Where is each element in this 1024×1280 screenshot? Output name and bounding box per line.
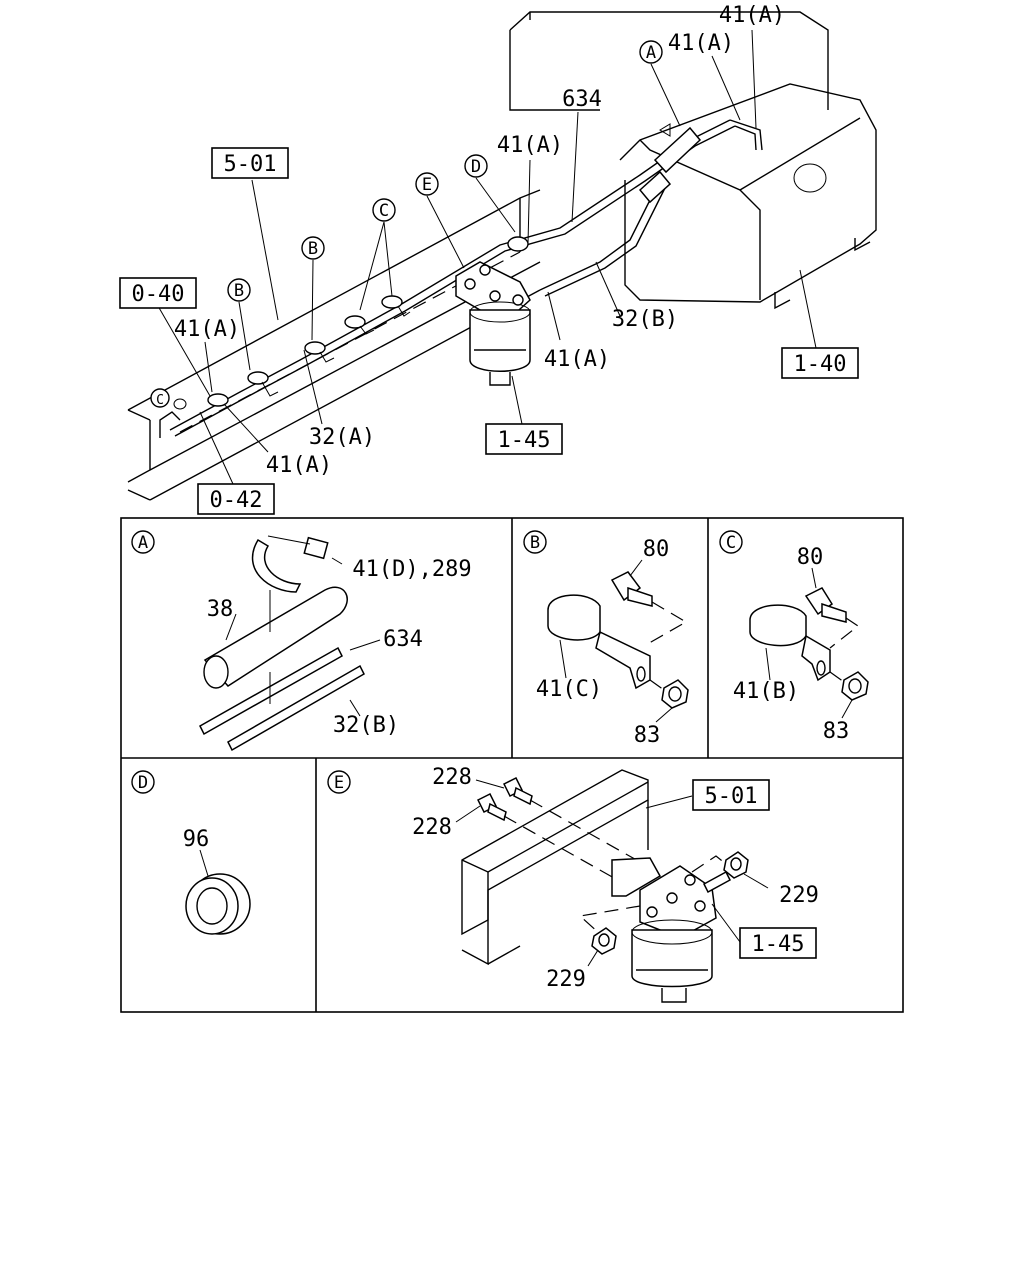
label-228: 228 — [412, 815, 452, 840]
detail-a-panel: A 41(D),289 38 634 32(B) — [131, 530, 472, 752]
bolt-228-upper — [502, 776, 533, 806]
ref-box-1-40: 1-40 — [781, 347, 859, 379]
detail-c-letter: C — [726, 533, 736, 553]
label-41a: 41(A) — [544, 347, 610, 372]
label-41a: 41(A) — [497, 133, 563, 158]
callout-d: D — [464, 154, 488, 178]
label-41b: 41(B) — [733, 679, 799, 704]
fuel-tank — [619, 83, 877, 310]
ref-label-1-40: 1-40 — [794, 352, 847, 377]
label-80: 80 — [643, 537, 670, 562]
detail-b-panel: B 80 41(C) 83 — [523, 530, 689, 748]
hose-38 — [203, 586, 348, 689]
detail-b-letter: B — [530, 533, 540, 553]
callout-c-letter: C — [379, 201, 389, 221]
label-41a: 41(A) — [668, 31, 734, 56]
ref-box-0-40: 0-40 — [119, 277, 197, 309]
ref-label-1-45: 1-45 — [498, 428, 551, 453]
grommet-96 — [185, 873, 251, 935]
clip-41b — [749, 604, 831, 682]
callout-c-2: C — [150, 388, 170, 408]
callout-d-letter: D — [471, 157, 481, 177]
label-83: 83 — [823, 719, 850, 744]
fuel-filter-detail — [611, 857, 731, 1003]
callout-e-letter: E — [422, 175, 432, 195]
nut-83 — [841, 671, 869, 701]
bolt-80 — [804, 587, 847, 623]
label-38: 38 — [207, 597, 234, 622]
callout-a-letter: A — [646, 43, 656, 63]
label-634: 634 — [383, 627, 423, 652]
pipe-32b — [227, 664, 365, 752]
callout-b-letter: B — [234, 281, 244, 301]
nut-229-right — [723, 851, 749, 879]
label-228: 228 — [432, 765, 472, 790]
leader-lines — [157, 29, 817, 485]
pipe-634 — [199, 646, 343, 736]
callout-b-2: B — [227, 278, 251, 302]
clamp-strap — [251, 535, 329, 593]
ref-box-0-42: 0-42 — [197, 483, 275, 515]
label-96: 96 — [183, 827, 210, 852]
detail-d-panel: D 96 — [131, 770, 251, 935]
detail-c-panel: C 80 41(B) 83 — [719, 530, 869, 744]
label-634: 634 — [562, 87, 602, 112]
ref-label-5-01: 5-01 — [224, 152, 277, 177]
detail-e-letter: E — [334, 773, 344, 793]
ref-box-5-01: 5-01 — [211, 147, 289, 179]
detail-panels-grid — [120, 517, 904, 1013]
bolt-80 — [610, 571, 653, 607]
clip-41c — [547, 594, 651, 690]
bolt-228-lower — [476, 792, 507, 822]
detail-e-panel: E — [327, 765, 819, 1003]
fuel-filter-overview — [455, 236, 531, 386]
callout-a: A — [639, 40, 663, 64]
label-229: 229 — [779, 883, 819, 908]
label-41a: 41(A) — [174, 317, 240, 342]
label-41a: 41(A) — [266, 453, 332, 478]
callout-e: E — [415, 172, 439, 196]
callout-c-1: C — [372, 198, 396, 222]
label-32b: 32(B) — [612, 307, 678, 332]
ref-box-1-45: 1-45 — [485, 423, 563, 455]
pipe-clips — [207, 295, 411, 407]
callout-c-letter: C — [156, 393, 164, 408]
callout-b-letter: B — [308, 239, 318, 259]
detail-a-letter: A — [138, 533, 148, 553]
label-41a: 41(A) — [719, 3, 785, 28]
ref-label-0-42: 0-42 — [210, 488, 263, 513]
label-32a: 32(A) — [309, 425, 375, 450]
label-32b: 32(B) — [333, 713, 399, 738]
overview-drawing: 5-01 0-40 0-42 1-45 1-40 A D E — [119, 3, 877, 515]
label-41d-289: 41(D),289 — [352, 557, 471, 582]
frame-section — [461, 769, 649, 966]
ref-label-1-45: 1-45 — [752, 932, 805, 957]
ref-label-0-40: 0-40 — [132, 282, 185, 307]
cross-member — [509, 11, 829, 137]
label-41c: 41(C) — [536, 677, 602, 702]
label-80: 80 — [797, 545, 824, 570]
nut-229-left — [591, 927, 617, 955]
label-83: 83 — [634, 723, 661, 748]
detail-d-letter: D — [138, 773, 148, 793]
ref-label-5-01: 5-01 — [705, 784, 758, 809]
callout-b-1: B — [301, 236, 325, 260]
nut-83 — [661, 679, 689, 709]
label-229: 229 — [546, 967, 586, 992]
